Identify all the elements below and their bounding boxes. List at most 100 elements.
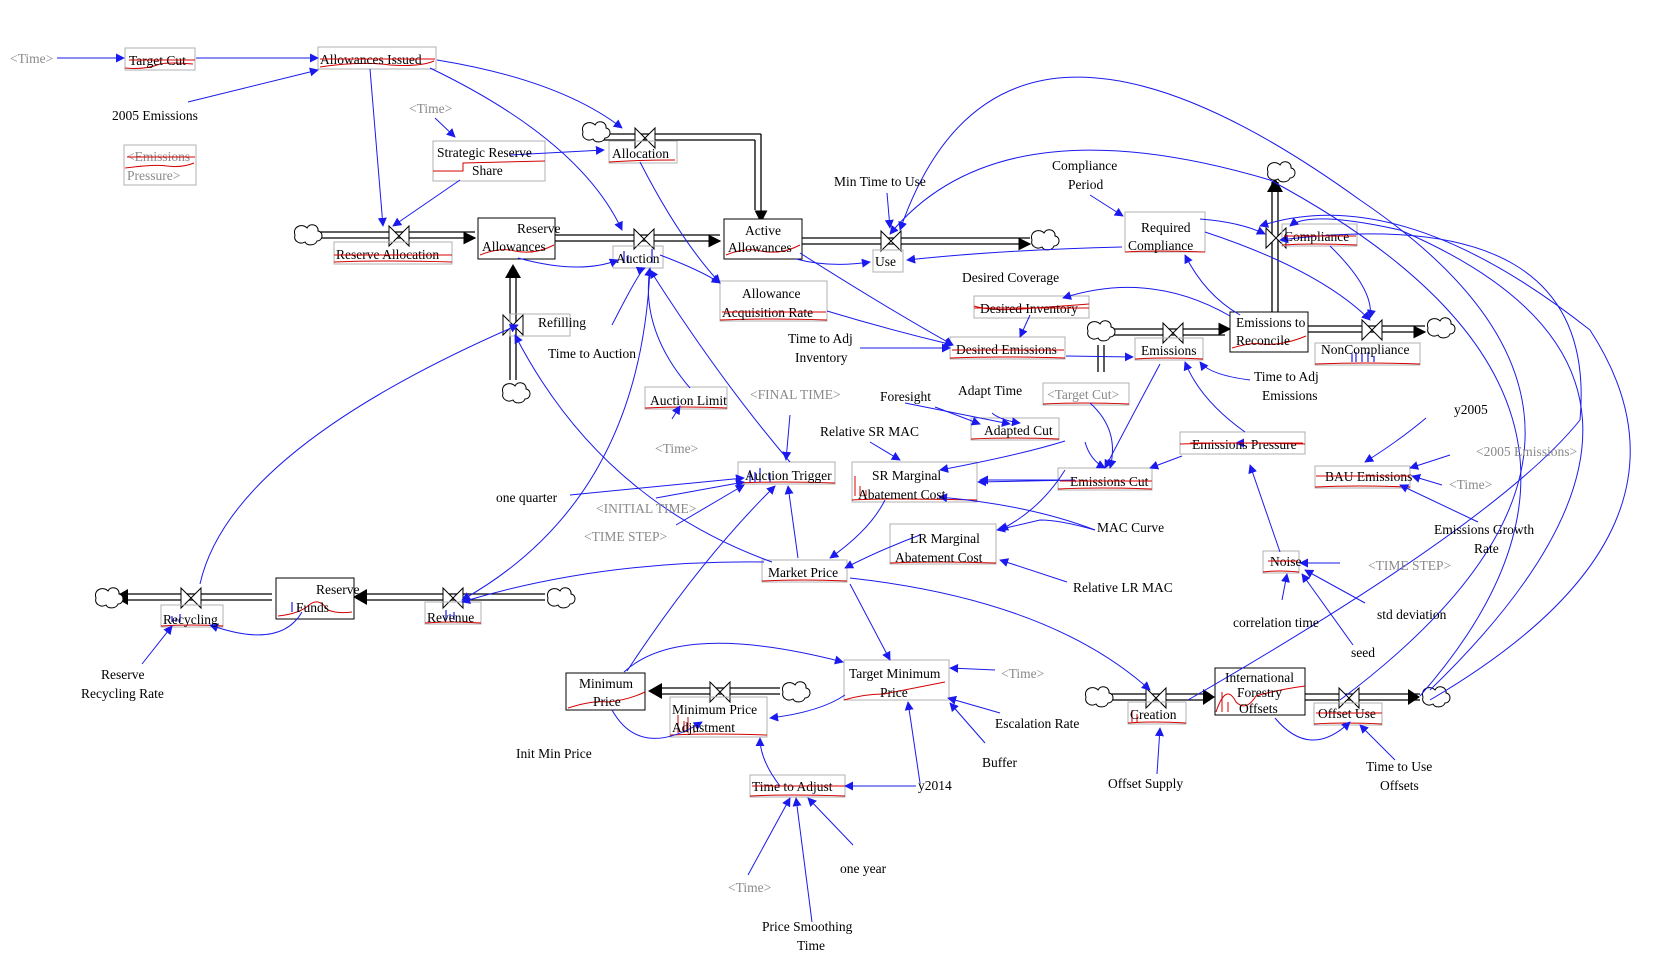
var-init-min-price: Init Min Price [516, 746, 592, 761]
cloud-icon [1086, 320, 1116, 342]
var-strategic-reserve-share: Strategic Reserve [437, 145, 532, 160]
cloud-icon [546, 587, 576, 609]
var-adapt-time: Adapt Time [958, 383, 1022, 398]
var-std-deviation: std deviation [1377, 607, 1447, 622]
var-time-to-adj-emissions: Time to Adj [1254, 369, 1319, 384]
flow-minimum-price-adjustment: Adjustment [672, 720, 735, 735]
cloud-icon [94, 587, 124, 609]
var-market-price: Market Price [768, 565, 838, 580]
var-reserve-recycling-rate: Reserve [101, 667, 144, 682]
var-seed: seed [1351, 645, 1375, 660]
var-y2005: y2005 [1454, 402, 1488, 417]
flow-revenue: Revenue [427, 610, 474, 625]
var-adapted-cut: Adapted Cut [984, 423, 1053, 438]
cloud-icon [501, 382, 531, 404]
shadow-var-time-step: <TIME STEP> [584, 529, 667, 544]
var-emissions-growth-rate: Emissions Growth [1434, 522, 1534, 537]
var-reserve-recycling-rate: Recycling Rate [81, 686, 164, 701]
flow-valves [180, 126, 1383, 710]
label-strikes [127, 58, 1410, 787]
var-relative-sr-mac: Relative SR MAC [820, 424, 919, 439]
var-offset-supply: Offset Supply [1108, 776, 1183, 791]
var-time-to-adj-inventory: Time to Adj [788, 331, 853, 346]
flow-noncompliance: NonCompliance [1321, 342, 1409, 357]
var-time-to-adj-inventory: Inventory [795, 350, 848, 365]
var-emissions-growth-rate: Rate [1474, 541, 1499, 556]
var-min-time-to-use: Min Time to Use [834, 174, 926, 189]
valve-icon [709, 680, 731, 704]
var-time-to-auction: Time to Auction [548, 346, 636, 361]
var-mac-curve: MAC Curve [1097, 520, 1164, 535]
stock-international-forestry-offsets: Offsets [1239, 701, 1278, 716]
var-y2014: y2014 [918, 778, 952, 793]
flow-use: Use [875, 254, 896, 269]
shadow-var-time: <Time> [1001, 666, 1044, 681]
stocks [275, 217, 1309, 716]
valve-icon [1145, 686, 1167, 710]
stock-reserve-funds: Funds [296, 600, 329, 615]
stock-box [723, 218, 803, 260]
valve-icon [634, 126, 656, 150]
var-relative-lr-mac: Relative LR MAC [1073, 580, 1173, 595]
stock-box [477, 217, 556, 260]
labels: <Time> Target Cut Allowances Issued 2005… [10, 51, 1577, 953]
stock-box [275, 577, 355, 620]
cloud-icon [1084, 686, 1114, 708]
stock-emissions-to-reconcile: Emissions to [1236, 315, 1306, 330]
stock-international-forestry-offsets: International [1225, 670, 1294, 685]
source-sink-clouds [94, 121, 1456, 708]
var-compliance-period: Period [1068, 177, 1103, 192]
stock-reserve-allowances: Allowances [482, 239, 546, 254]
var-correlation-time: correlation time [1233, 615, 1319, 630]
var-target-minimum-price: Price [880, 685, 908, 700]
shadow-var-time: <Time> [1449, 477, 1492, 492]
shadow-var-time: <Time> [655, 441, 698, 456]
var-sr-marginal-abatement-cost: SR Marginal [872, 468, 941, 483]
stock-minimum-price: Price [593, 694, 621, 709]
stock-minimum-price: Minimum [579, 676, 634, 691]
var-compliance-period: Compliance [1052, 158, 1117, 173]
shadow-var-initial-time: <INITIAL TIME> [596, 501, 696, 516]
flow-recycling: Recycling [163, 612, 218, 627]
valve-icon [633, 227, 655, 251]
shadow-var-2005-emissions: <2005 Emissions> [1476, 444, 1577, 459]
var-emissions-pressure: Emissions Pressure [1192, 437, 1297, 452]
valve-icon [1162, 321, 1184, 345]
causal-links [57, 53, 1631, 923]
stock-active-allowances: Active [745, 223, 781, 238]
var-one-quarter: one quarter [496, 490, 558, 505]
stock-box [565, 672, 646, 711]
cloud-icon [293, 224, 323, 246]
var-required-compliance: Compliance [1128, 238, 1193, 253]
flow-allocation: Allocation [612, 146, 669, 161]
shadow-var-time: <Time> [10, 51, 53, 66]
var-time-to-adj-emissions: Emissions [1262, 388, 1318, 403]
var-target-minimum-price: Target Minimum [849, 666, 941, 681]
valve-icon [1361, 318, 1383, 342]
valve-icon [180, 586, 202, 610]
cloud-icon [1426, 317, 1456, 339]
valve-icon [502, 313, 524, 337]
stock-active-allowances: Allowances [728, 240, 792, 255]
var-price-smoothing-time: Price Smoothing [762, 919, 853, 934]
var-strategic-reserve-share: Share [472, 163, 503, 178]
valve-icon [388, 224, 410, 248]
var-sr-marginal-abatement-cost: Abatement Cost [858, 487, 946, 502]
var-foresight: Foresight [880, 389, 931, 404]
var-allowance-acquisition-rate: Allowance [742, 286, 800, 301]
cloud-icon [781, 681, 811, 703]
var-desired-coverage: Desired Coverage [962, 270, 1059, 285]
var-price-smoothing-time: Time [797, 938, 825, 953]
var-escalation-rate: Escalation Rate [995, 716, 1079, 731]
var-auction-trigger: Auction Trigger [745, 468, 832, 483]
var-required-compliance: Required [1141, 220, 1191, 235]
flow-refilling: Refilling [538, 315, 586, 330]
shadow-var-time: <Time> [728, 880, 771, 895]
valve-icon [442, 586, 464, 610]
var-time-to-use-offsets: Offsets [1380, 778, 1419, 793]
var-lr-marginal-abatement-cost: Abatement Cost [895, 550, 983, 565]
flow-creation: Creation [1130, 707, 1177, 722]
shadow-var-emissions-pressure: Pressure> [127, 168, 180, 183]
